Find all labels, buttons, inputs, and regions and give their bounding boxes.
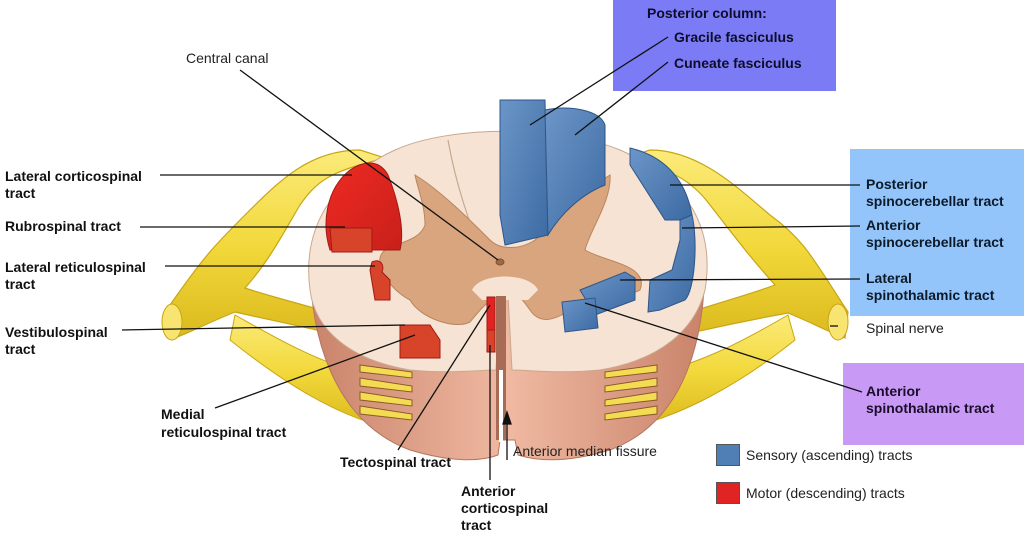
leader-central-canal — [239, 69, 499, 261]
label-vestibulospinal-2: tract — [5, 341, 36, 357]
right-nerve-body — [622, 149, 849, 346]
label-anterior-spinocerebellar-1: Anterior — [866, 217, 921, 233]
label-lateral-corticospinal-1: Lateral corticospinal — [5, 168, 142, 184]
fissure-gap — [499, 370, 503, 442]
vestibulospinal-tract — [399, 324, 441, 359]
anterior-median-fissure — [496, 296, 506, 440]
label-anterior-spinothalamic-1: Anterior — [866, 383, 921, 399]
label-cuneate-fasciculus: Cuneate fasciculus — [674, 55, 802, 71]
label-central-canal: Central canal — [186, 50, 269, 66]
label-lateral-spinothalamic-2: spinothalamic tract — [866, 287, 995, 303]
arrow-up-icon — [502, 409, 512, 425]
legend-swatch-motor — [716, 482, 740, 504]
leader-lateral-spinothalamic — [619, 278, 861, 281]
label-spinal-nerve: Spinal nerve — [866, 320, 944, 336]
label-rubrospinal: Rubrospinal tract — [5, 218, 121, 234]
leader-anterior-spinothalamic — [584, 302, 863, 393]
label-anterior-spinothalamic-2: spinothalamic tract — [866, 400, 995, 416]
lateral-reticulospinal-tract — [369, 260, 391, 301]
legend-swatch-sensory — [716, 444, 740, 466]
left-nerve-end — [161, 303, 183, 341]
leader-vestibulospinal — [121, 324, 406, 331]
label-tectospinal: Tectospinal tract — [340, 454, 451, 470]
label-anterior-corticospinal-3: tract — [461, 517, 492, 533]
cuneate-fasciculus — [544, 107, 606, 237]
legend-label-motor: Motor (descending) tracts — [746, 485, 905, 501]
left-nerve-body — [169, 149, 388, 346]
leader-cuneate — [574, 61, 669, 136]
label-anterior-corticospinal-2: corticospinal — [461, 500, 549, 516]
label-medial-reticulospinal-1: Medial — [161, 406, 205, 422]
label-lateral-reticulospinal-1: Lateral reticulospinal — [5, 259, 146, 275]
gracile-fasciculus — [499, 99, 549, 246]
anterior-spinocerebellar-tract — [647, 214, 696, 313]
label-lateral-spinothalamic-1: Lateral — [866, 270, 912, 286]
label-lateral-reticulospinal-2: tract — [5, 276, 36, 292]
leader-medial-reticulospinal — [214, 334, 416, 409]
gray-commissure-notch — [472, 276, 538, 300]
label-anterior-median-fissure: Anterior median fissure — [513, 443, 657, 459]
label-anterior-corticospinal-1: Anterior — [461, 483, 516, 499]
anterior-spinothalamic-tract — [561, 297, 599, 333]
label-posterior-column: Posterior column: — [647, 5, 767, 21]
leader-tectospinal — [397, 304, 491, 451]
label-lateral-corticospinal-2: tract — [5, 185, 36, 201]
label-gracile-fasciculus: Gracile fasciculus — [674, 29, 794, 45]
left-rootlets — [359, 364, 413, 421]
sensory-tracts — [499, 99, 696, 333]
anterior-corticospinal-tract — [486, 329, 496, 353]
legend-label-sensory: Sensory (ascending) tracts — [746, 447, 913, 463]
label-posterior-spinocerebellar-2: spinocerebellar tract — [866, 193, 1004, 209]
label-medial-reticulospinal-2: reticulospinal tract — [161, 424, 287, 440]
motor-tracts — [325, 162, 496, 359]
label-vestibulospinal-1: Vestibulospinal — [5, 324, 108, 340]
central-canal — [495, 258, 505, 266]
leader-lines — [121, 36, 863, 480]
right-rootlets — [604, 364, 658, 421]
tectospinal-tract — [486, 296, 496, 331]
posterior-spinocerebellar-tract — [629, 147, 693, 221]
label-anterior-spinocerebellar-2: spinocerebellar tract — [866, 234, 1004, 250]
rubrospinal-tract — [329, 227, 373, 253]
leader-anterior-spinocerebellar — [681, 225, 861, 229]
spinocerebellar-box — [850, 149, 1024, 316]
leader-gracile — [529, 36, 669, 126]
anterior-spinothalamic-box — [843, 363, 1024, 445]
right-nerve-end — [827, 303, 849, 341]
label-posterior-spinocerebellar-1: Posterior — [866, 176, 928, 192]
